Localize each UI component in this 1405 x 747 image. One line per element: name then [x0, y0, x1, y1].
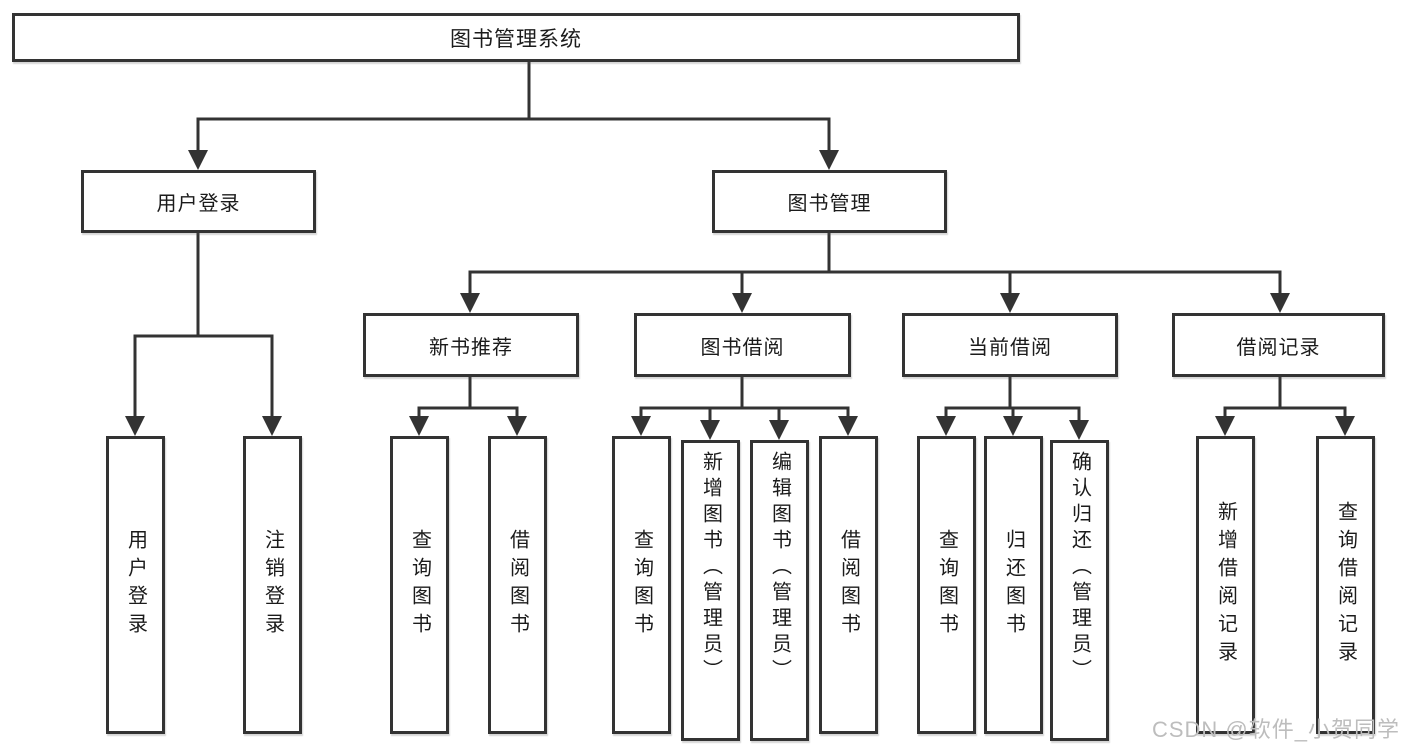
leaf-cb-confirm-return-admin: 确认归还（管理员）	[1050, 440, 1109, 741]
node-library-system: 图书管理系统	[12, 13, 1020, 62]
leaf-bb-borrow-books-label: 借阅图书	[837, 529, 860, 641]
leaf-nb-query-books: 查询图书	[390, 436, 449, 734]
watermark-text: CSDN @软件_小贺同学	[1151, 717, 1400, 742]
node-book-borrowing: 图书借阅	[634, 313, 851, 377]
leaf-user-login: 用户登录	[106, 436, 165, 734]
leaf-nb-borrow-books: 借阅图书	[488, 436, 547, 734]
leaf-logout-label: 注销登录	[261, 529, 284, 641]
leaf-br-query-record-label: 查询借阅记录	[1334, 501, 1357, 669]
leaf-cb-confirm-return-admin-label: 确认归还（管理员）	[1068, 451, 1091, 685]
node-user-login: 用户登录	[81, 170, 316, 233]
node-new-book-recommend: 新书推荐	[363, 313, 579, 377]
leaf-bb-query-books-label: 查询图书	[630, 529, 653, 641]
leaf-cb-return-books: 归还图书	[984, 436, 1043, 734]
leaf-cb-return-books-label: 归还图书	[1002, 529, 1025, 641]
leaf-br-add-record: 新增借阅记录	[1196, 436, 1255, 734]
leaf-cb-query-books: 查询图书	[917, 436, 976, 734]
node-borrowing-records: 借阅记录	[1172, 313, 1385, 377]
leaf-bb-edit-books-admin: 编辑图书（管理员）	[750, 440, 809, 741]
leaf-nb-query-books-label: 查询图书	[408, 529, 431, 641]
leaf-bb-edit-books-admin-label: 编辑图书（管理员）	[768, 451, 791, 685]
node-book-management: 图书管理	[712, 170, 947, 233]
leaf-user-login-label: 用户登录	[124, 529, 147, 641]
leaf-nb-borrow-books-label: 借阅图书	[506, 529, 529, 641]
leaf-bb-borrow-books: 借阅图书	[819, 436, 878, 734]
leaf-bb-query-books: 查询图书	[612, 436, 671, 734]
leaf-logout: 注销登录	[243, 436, 302, 734]
leaf-cb-query-books-label: 查询图书	[935, 529, 958, 641]
leaf-br-query-record: 查询借阅记录	[1316, 436, 1375, 734]
leaf-bb-add-books-admin: 新增图书（管理员）	[681, 440, 740, 741]
node-current-borrowing: 当前借阅	[902, 313, 1118, 377]
leaf-bb-add-books-admin-label: 新增图书（管理员）	[699, 451, 722, 685]
leaf-br-add-record-label: 新增借阅记录	[1214, 501, 1237, 669]
